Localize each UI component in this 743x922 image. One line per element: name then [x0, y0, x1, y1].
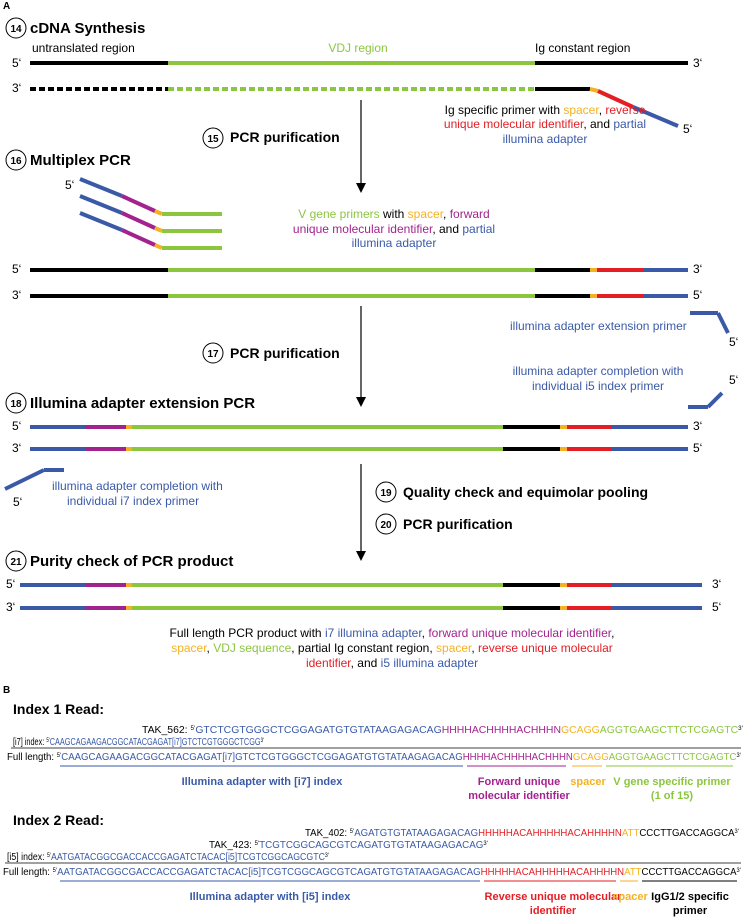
panel-a-label: A: [3, 1, 10, 12]
index-2-full-length-sequence: Full length: 5‘AATGATACGGCGACCACCGAGATCT…: [3, 867, 741, 878]
step-17-number: 17: [207, 349, 219, 360]
step-19-circle: [375, 481, 397, 503]
dna-16-top-5prime: 5‘: [12, 262, 21, 276]
i7-completion-primer: [4, 468, 64, 491]
mrna-5prime: 5‘: [12, 56, 21, 70]
step-14-number: 14: [10, 24, 22, 35]
step-21-number: 21: [10, 557, 22, 568]
tak402-sequence: TAK_402: 5‘AGATGTGTATAAGAGACAGHHHHHACAHH…: [305, 828, 739, 839]
label-untranslated-region: untranslated region: [32, 41, 135, 55]
i5-completion-primer: [688, 391, 724, 409]
index-1-title: Index 1 Read:: [13, 701, 104, 717]
full-length-caption-1: Full length PCR product with i7 illumina…: [170, 626, 615, 640]
mrna-3prime: 3‘: [693, 56, 702, 70]
i7-primer-5prime: 5‘: [13, 495, 22, 509]
dna-21-bottom-5prime: 5‘: [712, 600, 721, 614]
step-15-circle: [202, 127, 224, 149]
index-2-ig-label-2: primer: [673, 905, 708, 917]
label-vdj-region: VDJ region: [328, 41, 387, 55]
step-14-title: cDNA Synthesis: [30, 20, 145, 37]
index-1-spacer-label: spacer: [570, 776, 606, 788]
v-primer-caption-3: illumina adapter: [352, 236, 437, 250]
extension-primer: [690, 311, 730, 334]
i7-index-sequence: [i7] index: 5‘CAAGCAGAAGACGGCATACGAGAT[i…: [13, 737, 264, 748]
v-gene-primer-1: [79, 177, 222, 216]
primer-5prime: 5‘: [683, 122, 692, 136]
label-ig-constant-region: Ig constant region: [535, 41, 630, 55]
step-14-circle: [5, 17, 27, 39]
index-2-adapter-label: Illumina adapter with [i5] index: [190, 891, 352, 903]
index-2-ig-label-1: IgG1/2 specific: [651, 891, 729, 903]
step-19-number: 19: [380, 488, 392, 499]
step-17-title: PCR purification: [230, 345, 340, 361]
tak423-sequence: TAK_423: 5‘TCGTCGGCAGCGTCAGATGTGTATAAGAG…: [209, 840, 488, 851]
step-20-number: 20: [380, 520, 392, 531]
v-primer-caption-2: unique molecular identifier, and partial: [293, 222, 495, 236]
full-length-caption-2: spacer, VDJ sequence, partial Ig constan…: [171, 641, 613, 655]
step-17-circle: [202, 342, 224, 364]
ig-primer-caption-1: Ig specific primer with spacer, reverse: [445, 103, 646, 117]
index-1-umi-label-2: molecular identifier: [468, 790, 570, 802]
full-length-caption-3: identifier, and i5 illumina adapter: [306, 656, 478, 670]
i5-index-sequence: [i5] index: 5‘AATGATACGGCGACCACCGAGATCTA…: [7, 852, 329, 863]
v-gene-primer-2: [79, 194, 222, 233]
v-primers-5prime: 5‘: [65, 178, 74, 192]
extension-primer-5prime: 5‘: [729, 335, 738, 349]
index-2-umi-label-2: identifier: [530, 905, 577, 917]
step-15-number: 15: [207, 134, 219, 145]
step-16-number: 16: [10, 156, 22, 167]
index-1-adapter-label: Illumina adapter with [i7] index: [182, 776, 344, 788]
dna-16-top-3prime: 3‘: [693, 262, 702, 276]
ig-primer-caption-2: unique molecular identifier, and partial: [444, 117, 646, 131]
dna-18-top-3prime: 3‘: [693, 419, 702, 433]
v-gene-primer-3: [79, 211, 222, 250]
dna-16-bottom-3prime: 3‘: [12, 288, 21, 302]
step-16-title: Multiplex PCR: [30, 152, 131, 169]
dna-21-bottom-3prime: 3‘: [6, 600, 15, 614]
step-18-circle: [5, 392, 27, 414]
v-primer-caption-1: V gene primers with spacer, forward: [298, 207, 489, 221]
index-1-full-length-sequence: Full length: 5‘CAAGCAGAAGACGGCATACGAGAT[…: [7, 752, 741, 763]
step-21-circle: [5, 550, 27, 572]
i7-completion-label-2: individual i7 index primer: [67, 494, 199, 508]
step-20-title: PCR purification: [403, 516, 513, 532]
index-2-spacer-label: spacer: [612, 891, 648, 903]
index-2-umi-label-1: Reverse unique molecular: [485, 891, 623, 903]
index-2-title: Index 2 Read:: [13, 812, 104, 828]
panel-b-label: B: [3, 685, 10, 696]
index-1-vgene-label-1: V gene specific primer: [613, 776, 731, 788]
i5-completion-label-1: illumina adapter completion with: [513, 364, 684, 378]
i5-completion-label-2: individual i5 index primer: [532, 379, 664, 393]
dna-18-bottom-3prime: 3‘: [12, 441, 21, 455]
dna-21-top-5prime: 5‘: [6, 577, 15, 591]
step-15-title: PCR purification: [230, 129, 340, 145]
step-18-number: 18: [10, 399, 22, 410]
step-20-circle: [375, 513, 397, 535]
ig-specific-primer: [589, 87, 679, 128]
extension-primer-label: illumina adapter extension primer: [510, 319, 687, 333]
cdna-3prime: 3‘: [12, 81, 21, 95]
dna-21-top-3prime: 3‘: [712, 577, 721, 591]
i7-completion-label-1: illumina adapter completion with: [52, 479, 223, 493]
dna-16-bottom-5prime: 5‘: [693, 288, 702, 302]
index-1-umi-label-1: Forward unique: [478, 776, 561, 788]
dna-18-bottom-5prime: 5‘: [693, 441, 702, 455]
step-18-title: Illumina adapter extension PCR: [30, 395, 255, 412]
tak562-sequence: TAK_562: 5‘GTCTCGTGGGCTCGGAGATGTGTATAAGA…: [142, 725, 743, 736]
i5-primer-5prime: 5‘: [729, 373, 738, 387]
dna-18-top-5prime: 5‘: [12, 419, 21, 433]
step-21-title: Purity check of PCR product: [30, 553, 233, 570]
ig-primer-caption-3: illumina adapter: [503, 132, 588, 146]
step-16-circle: [5, 149, 27, 171]
index-1-vgene-label-2: (1 of 15): [651, 790, 694, 802]
step-19-title: Quality check and equimolar pooling: [403, 484, 648, 500]
